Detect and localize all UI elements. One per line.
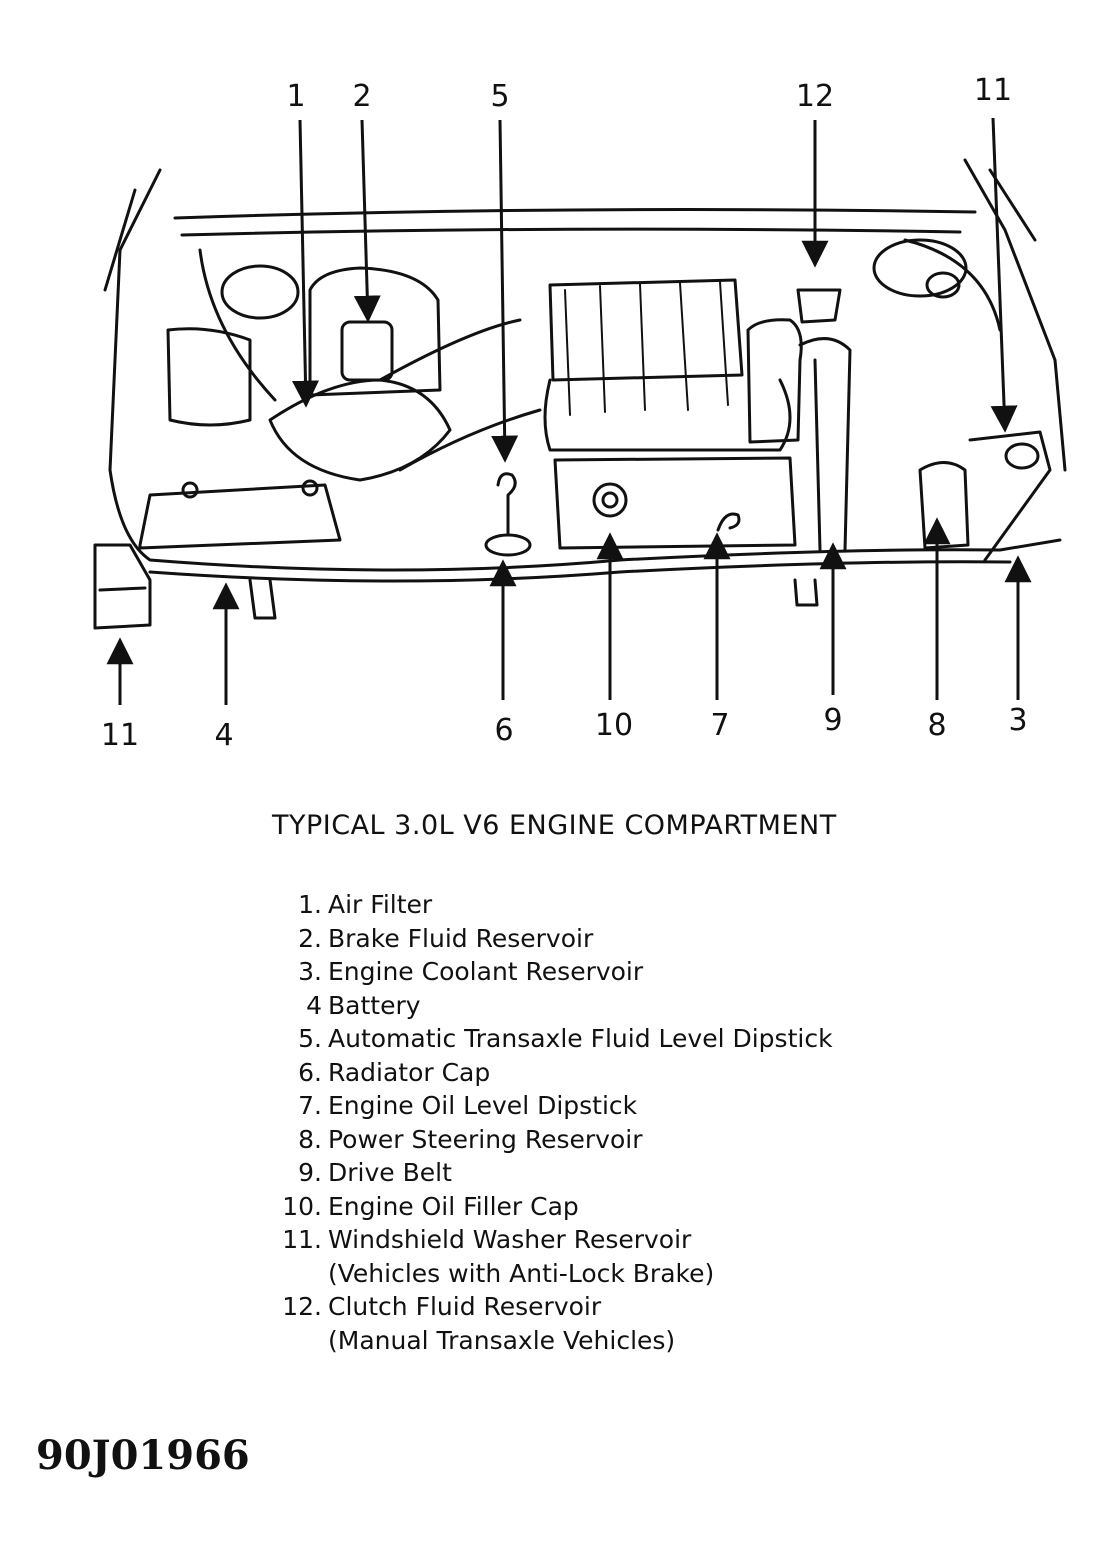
engine-illustration [93,158,1067,630]
legend-number: 7. [298,1091,322,1120]
callout-3: 3 [1008,703,1027,738]
legend-label: Power Steering Reservoir [328,1124,643,1154]
legend-label: Clutch Fluid Reservoir [328,1292,602,1321]
legend-label: Engine Coolant Reservoir [328,957,644,986]
callout-11-top: 11 [974,73,1012,108]
callout-5: 5 [490,79,509,114]
legend-item: 12.Clutch Fluid Reservoir (Manual Transax… [270,1290,833,1357]
legend-item: 6.Radiator Cap [270,1056,833,1090]
callout-11-bottom: 11 [101,718,139,753]
callout-1: 1 [286,79,305,114]
engine-compartment-diagram: 1 2 5 12 11 11 4 6 10 7 9 8 3 [93,73,1067,753]
legend-number: 3. [298,957,322,986]
legend-item: 7.Engine Oil Level Dipstick [270,1089,833,1123]
callout-numbers: 1 2 5 12 11 11 4 6 10 7 9 8 3 [101,73,1028,753]
legend-label: Battery [328,990,421,1020]
legend-item: 2.Brake Fluid Reservoir [270,922,833,956]
callout-2: 2 [352,79,371,114]
legend-number: 4 [306,990,322,1020]
legend-number: 11. [282,1225,322,1254]
figure-id: 90J01966 [36,1432,250,1479]
legend-number: 5. [298,1024,322,1053]
legend-number: 10. [282,1191,322,1221]
legend-label-note: (Vehicles with Anti-Lock Brake) [328,1258,715,1288]
legend-label: Engine Oil Filler Cap [328,1191,579,1221]
diagram-caption: TYPICAL 3.0L V6 ENGINE COMPARTMENT [272,810,837,841]
leader-arrows [106,117,1032,705]
legend-number: 12. [282,1292,322,1321]
legend-number: 1. [298,890,322,919]
legend-label: Drive Belt [328,1158,452,1187]
callout-6: 6 [494,713,513,748]
legend-list: 1.Air Filter 2.Brake Fluid Reservoir 3.E… [270,888,833,1357]
legend-label-note: (Manual Transaxle Vehicles) [328,1325,676,1355]
legend-item: 5.Automatic Transaxle Fluid Level Dipsti… [270,1022,833,1056]
legend-number: 2. [298,923,322,953]
callout-12: 12 [796,79,834,114]
legend-item: 11.Windshield Washer Reservoir (Vehicles … [270,1223,833,1290]
legend-label: Windshield Washer Reservoir [328,1225,692,1254]
legend-label: Brake Fluid Reservoir [328,923,594,953]
callout-4: 4 [214,718,233,753]
legend-label: Automatic Transaxle Fluid Level Dipstick [328,1024,833,1053]
legend-number: 9. [298,1158,322,1187]
legend-item: 10.Engine Oil Filler Cap [270,1190,833,1224]
callout-7: 7 [710,708,729,743]
legend-number: 8. [298,1124,322,1154]
legend-label: Radiator Cap [328,1057,491,1087]
legend-label: Engine Oil Level Dipstick [328,1091,638,1120]
legend-item: 8.Power Steering Reservoir [270,1123,833,1157]
legend-label: Air Filter [328,890,433,919]
legend-number: 6. [298,1057,322,1087]
callout-10: 10 [595,708,633,743]
callout-9: 9 [823,703,842,738]
callout-8: 8 [927,708,946,743]
legend-item: 9.Drive Belt [270,1156,833,1190]
legend-item: 3.Engine Coolant Reservoir [270,955,833,989]
legend-item: 1.Air Filter [270,888,833,922]
